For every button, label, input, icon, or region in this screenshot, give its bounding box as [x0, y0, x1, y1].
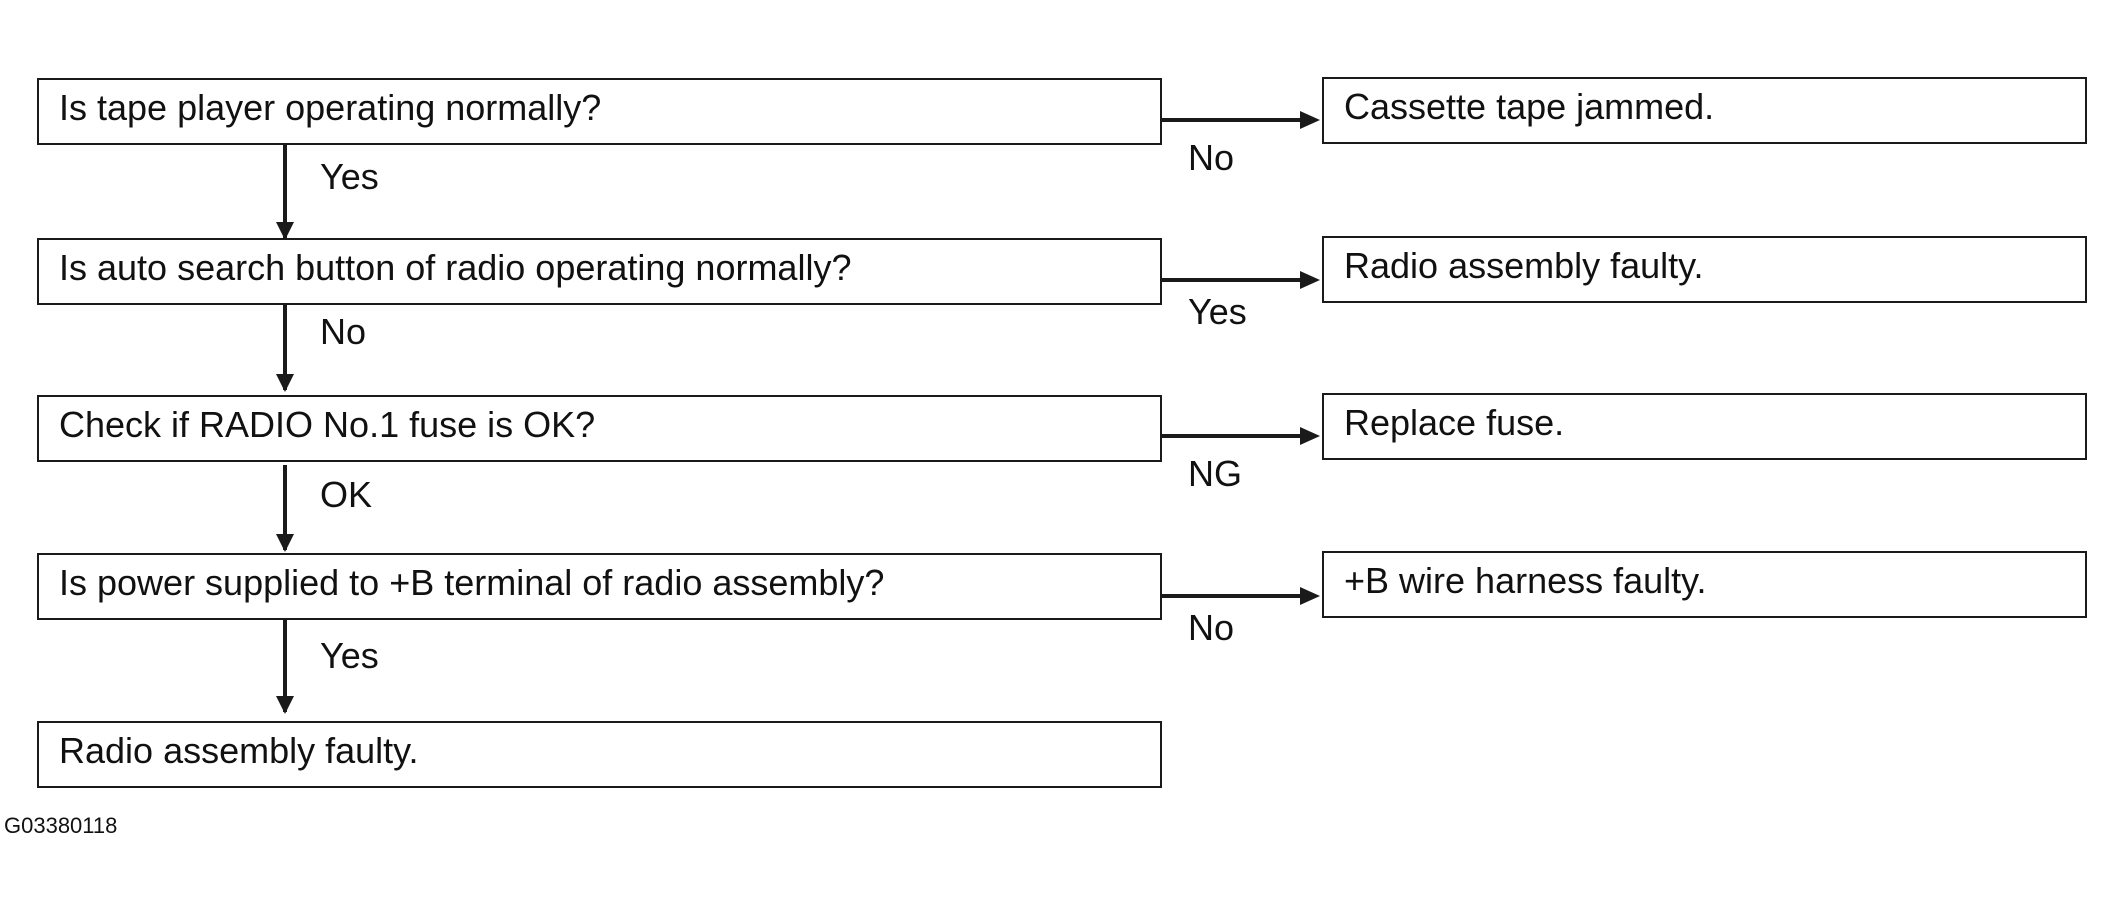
decision-question-1: Is tape player operating normally?	[59, 86, 602, 128]
decision-question-4: Is power supplied to +B terminal of radi…	[59, 561, 885, 603]
decision-box-3: Check if RADIO No.1 fuse is OK?	[37, 395, 1162, 462]
arrowhead-down-1	[276, 222, 294, 240]
figure-code: G03380118	[4, 813, 118, 838]
result-box-2: Radio assembly faulty.	[1322, 236, 2087, 303]
down-label-3: OK	[320, 474, 373, 515]
decision-box-2: Is auto search button of radio operating…	[37, 238, 1162, 305]
right-label-4: No	[1188, 607, 1235, 648]
decision-question-2: Is auto search button of radio operating…	[59, 246, 852, 288]
arrowhead-down-3	[276, 534, 294, 552]
arrowhead-right-1	[1300, 111, 1320, 129]
down-label-2: No	[320, 311, 367, 352]
down-label-1: Yes	[320, 156, 379, 197]
decision-question-3: Check if RADIO No.1 fuse is OK?	[59, 403, 596, 445]
arrowhead-right-2	[1300, 271, 1320, 289]
right-label-2: Yes	[1188, 291, 1247, 332]
final-result-text: Radio assembly faulty.	[59, 729, 419, 771]
arrowhead-right-3	[1300, 427, 1320, 445]
down-label-4: Yes	[320, 635, 379, 676]
arrowhead-right-4	[1300, 587, 1320, 605]
result-box-3: Replace fuse.	[1322, 393, 2087, 460]
right-label-3: NG	[1188, 453, 1242, 494]
decision-box-4: Is power supplied to +B terminal of radi…	[37, 553, 1162, 620]
result-box-4: +B wire harness faulty.	[1322, 551, 2087, 618]
result-text-3: Replace fuse.	[1344, 401, 1565, 443]
arrowhead-down-4	[276, 696, 294, 714]
right-label-1: No	[1188, 137, 1235, 178]
result-text-1: Cassette tape jammed.	[1344, 85, 1715, 127]
arrowhead-down-2	[276, 374, 294, 392]
decision-box-1: Is tape player operating normally?	[37, 78, 1162, 145]
final-result-box: Radio assembly faulty.	[37, 721, 1162, 788]
result-box-1: Cassette tape jammed.	[1322, 77, 2087, 144]
result-text-4: +B wire harness faulty.	[1344, 559, 1707, 601]
result-text-2: Radio assembly faulty.	[1344, 244, 1704, 286]
